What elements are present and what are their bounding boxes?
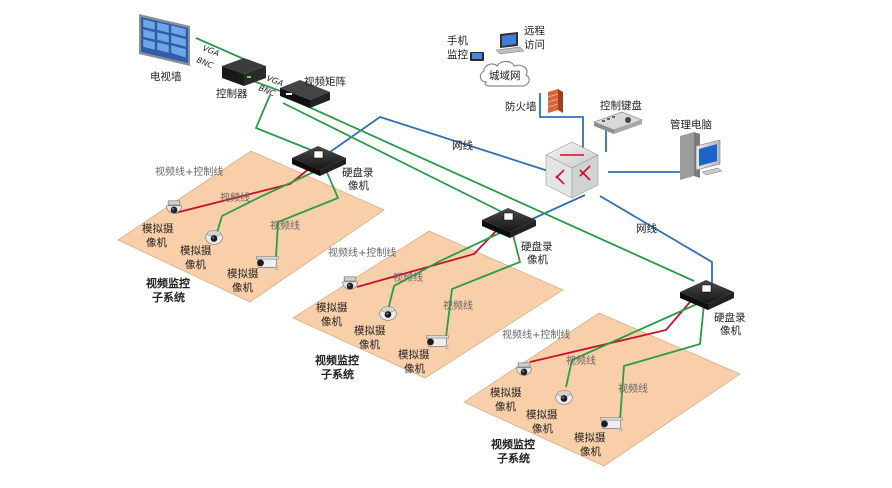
firewall-label: 防火墙 <box>505 100 537 113</box>
subsystem-zone-1 <box>117 150 385 303</box>
sub2-cam3-label-2: 像机 <box>404 362 425 375</box>
sub1-cam2-label-2: 像机 <box>185 258 206 271</box>
control-keyboard-icon <box>593 111 643 134</box>
dome-camera-icon <box>342 276 358 290</box>
sub2-cam2-label-1: 模拟摄 <box>354 324 386 337</box>
sub3-cam1-label-1: 模拟摄 <box>490 386 522 399</box>
sub2-title-2: 子系统 <box>321 367 354 381</box>
remote-access-label-2: 访问 <box>524 38 545 51</box>
sub2-title-1: 视频监控 <box>315 353 359 367</box>
management-pc-label: 管理电脑 <box>670 118 712 131</box>
sub1-cam1-label-2: 像机 <box>146 236 167 249</box>
firewall-icon <box>547 89 563 113</box>
sub1-cam3-label-2: 像机 <box>232 281 253 294</box>
sub3-video-control-line-label: 视频线+控制线 <box>502 328 570 341</box>
dvr-3-label-2: 像机 <box>720 324 741 337</box>
mobile-monitor-label-1: 手机 <box>447 34 468 47</box>
sub1-cam3-label-1: 模拟摄 <box>227 267 259 280</box>
sub1-video-control-line-label: 视频线+控制线 <box>155 165 223 178</box>
controller-label: 控制器 <box>216 87 248 100</box>
dvr-2-label-2: 像机 <box>527 253 548 266</box>
dvr-2-label-1: 硬盘录 <box>521 240 553 253</box>
sub3-video-line-a-label: 视频线 <box>566 354 596 367</box>
wan-cloud-icon <box>479 60 530 87</box>
subsystem-zone-3 <box>463 312 741 467</box>
sub3-cam3-label-2: 像机 <box>580 445 601 458</box>
tv-wall-label: 电视墙 <box>150 70 182 83</box>
network-line-label-1: 网线 <box>452 139 473 152</box>
management-pc-icon <box>680 132 723 180</box>
sub3-cam2-label-2: 像机 <box>532 422 553 435</box>
sub3-title-1: 视频监控 <box>491 437 535 451</box>
dvr-1-label-1: 硬盘录 <box>342 166 374 179</box>
mobile-monitor-label-2: 监控 <box>447 48 468 61</box>
bnc-label-1: BNC <box>195 56 215 71</box>
subsystem-zone-2 <box>292 230 564 379</box>
sub1-cam1-label-1: 模拟摄 <box>142 222 174 235</box>
dvr-1-icon <box>292 146 346 176</box>
dvr-3-label-1: 硬盘录 <box>714 311 746 324</box>
sub2-cam1-label-1: 模拟摄 <box>316 301 348 314</box>
dome-camera-icon <box>516 362 532 376</box>
dome-camera-icon <box>166 200 182 214</box>
vga-label-1: VGA <box>201 44 220 59</box>
sub3-cam2-label-1: 模拟摄 <box>526 408 558 421</box>
sub1-title-1: 视频监控 <box>146 276 190 290</box>
sub3-video-line-b-label: 视频线 <box>618 382 648 395</box>
router-icon <box>545 141 599 199</box>
sub3-cam1-label-2: 像机 <box>495 400 516 413</box>
sub3-title-2: 子系统 <box>497 451 530 465</box>
sub2-video-line-a-label: 视频线 <box>393 271 423 284</box>
subsystem-3-wiring <box>529 301 705 421</box>
remote-access-label-1: 远程 <box>524 25 545 37</box>
dvr-1-label-2: 像机 <box>348 179 369 192</box>
ball-camera-icon <box>205 230 223 245</box>
subsystem-2-wiring <box>356 228 522 338</box>
matrix-video-lines <box>195 37 695 282</box>
sub1-video-line-b-label: 视频线 <box>270 219 300 232</box>
sub3-cam3-label-1: 模拟摄 <box>574 431 606 444</box>
sub2-cam3-label-1: 模拟摄 <box>398 348 430 361</box>
sub2-cam2-label-2: 像机 <box>359 338 380 351</box>
dvr-3-icon <box>680 280 734 310</box>
sub2-video-line-b-label: 视频线 <box>443 299 473 312</box>
ball-camera-icon <box>379 306 397 321</box>
control-keyboard-label: 控制键盘 <box>600 99 642 112</box>
sub1-cam2-label-1: 模拟摄 <box>180 244 212 257</box>
video-matrix-label: 视频矩阵 <box>304 75 346 88</box>
sub2-cam1-label-2: 像机 <box>321 315 342 328</box>
network-line-label-2: 网线 <box>636 222 657 235</box>
dvr-2-icon <box>482 208 536 238</box>
video-matrix-device <box>280 80 330 108</box>
sub2-video-control-line-label: 视频线+控制线 <box>328 246 396 259</box>
subsystem-1-wiring <box>174 167 340 259</box>
bnc-label-2: BNC <box>257 84 277 99</box>
sub1-video-line-a-label: 视频线 <box>220 191 250 204</box>
sub1-title-2: 子系统 <box>152 290 185 304</box>
tv-wall <box>139 14 190 66</box>
laptop-icon <box>495 32 525 55</box>
network-lines <box>329 93 713 290</box>
mobile-phone-icon <box>470 52 484 61</box>
controller-device <box>222 58 266 86</box>
ball-camera-icon <box>555 390 573 405</box>
wan-label: 城域网 <box>489 69 521 82</box>
